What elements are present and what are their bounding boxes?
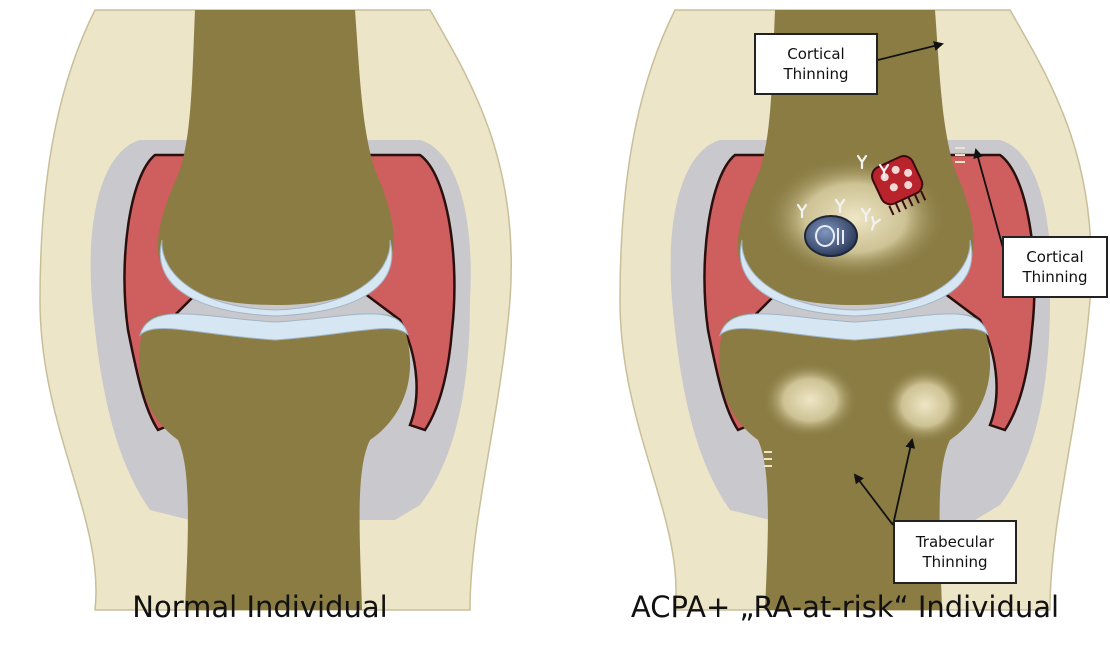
- callout-line: Cortical: [1026, 247, 1083, 267]
- callout-line: Trabecular: [916, 532, 994, 552]
- callout-line: Cortical: [787, 44, 844, 64]
- b-cell-icon: [805, 216, 857, 256]
- trabecular-lesion-left: [762, 362, 858, 438]
- normal-individual-title: Normal Individual: [60, 590, 460, 624]
- normal-joint: [40, 10, 511, 610]
- acpa-joint: [620, 10, 1091, 610]
- cortical-thinning-callout-side: Cortical Thinning: [1002, 236, 1108, 298]
- callout-line: Thinning: [922, 552, 987, 572]
- trabecular-thinning-callout: Trabecular Thinning: [893, 520, 1017, 584]
- acpa-individual-title: ACPA+ „RA-at-risk“ Individual: [605, 590, 1085, 624]
- trabecular-lesion-right: [883, 367, 967, 443]
- callout-line: Thinning: [783, 64, 848, 84]
- callout-line: Thinning: [1022, 267, 1087, 287]
- cortical-thinning-callout-top: Cortical Thinning: [754, 33, 878, 95]
